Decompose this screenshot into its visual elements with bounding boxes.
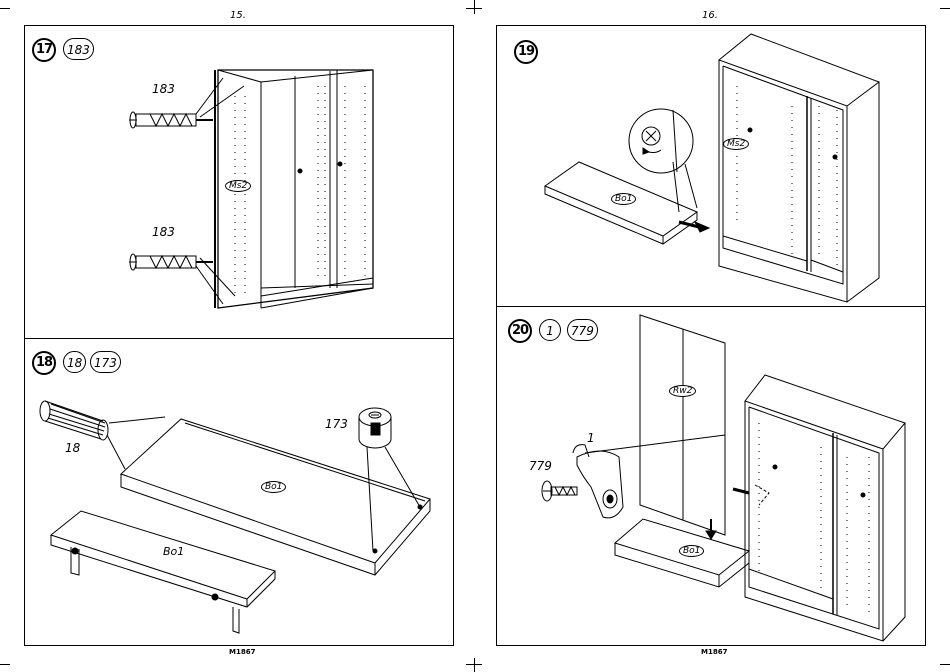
bracket-label: 1: [587, 431, 595, 445]
dowel-label: 18: [65, 441, 80, 455]
step-19-illustration: [497, 26, 926, 307]
crop-mark: [940, 664, 950, 665]
cam-173-icon: [359, 408, 391, 448]
crop-mark: [0, 664, 10, 665]
part-ref-1: 1: [539, 319, 561, 341]
shelf-label-bottom: Bo1: [163, 545, 184, 558]
step-number-19: 19: [514, 40, 538, 64]
part-ref-183: 183: [63, 38, 94, 60]
page-number-left: 15.: [230, 10, 246, 21]
crop-mark: [474, 0, 475, 14]
screw-label-bottom: 183: [152, 225, 175, 239]
bracket-1-icon: [573, 445, 623, 518]
side-panel-code: Ms2: [723, 138, 749, 150]
step-number-17: 17: [32, 38, 56, 62]
screw-label: 779: [529, 459, 552, 473]
step-20-panel: 20 1 779 1 779 Rw2 Bo1: [496, 306, 926, 646]
screw-label-top: 183: [152, 82, 175, 96]
side-panel-code: Ms2: [225, 180, 251, 192]
part-ref-18: 18: [63, 351, 86, 373]
page-number-right: 16.: [702, 10, 718, 21]
step-20-illustration: [497, 307, 926, 646]
step-17-panel: 17 183 183 183 Ms2: [24, 25, 454, 339]
step-18-panel: 18 18 173 18 173 Bo1 Bo1: [24, 338, 454, 646]
step-19-panel: 19 Bo1 Ms2: [496, 25, 926, 307]
screw-183-icon: [129, 254, 213, 270]
step-number-20: 20: [508, 319, 532, 343]
page-footer-right: M1867: [701, 648, 727, 656]
step-number-18: 18: [32, 351, 56, 375]
crop-mark: [940, 8, 950, 9]
crop-mark: [466, 664, 482, 665]
zoom-detail-icon: [629, 109, 693, 173]
step-18-illustration: [25, 339, 454, 646]
page-footer-left: M1867: [229, 648, 255, 656]
crop-mark: [0, 8, 10, 9]
screw-779-icon: [542, 481, 577, 501]
screw-183-icon: [129, 112, 213, 128]
part-ref-779: 779: [567, 319, 598, 341]
crop-mark: [474, 658, 475, 672]
part-ref-173: 173: [90, 351, 121, 373]
dowel-18-icon: [40, 401, 108, 440]
cam-label: 173: [325, 417, 348, 431]
crop-mark: [466, 8, 482, 9]
